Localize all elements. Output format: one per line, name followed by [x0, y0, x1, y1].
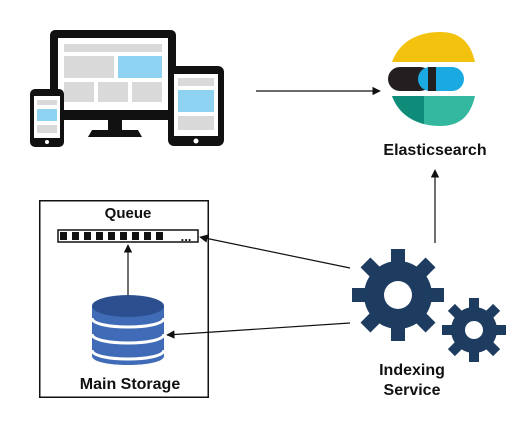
arrow-indexing-to-queue	[199, 234, 351, 269]
tablet-icon	[168, 66, 224, 146]
queue-bar: ...	[57, 229, 199, 244]
client-devices	[30, 30, 224, 147]
smartphone-icon	[30, 89, 64, 147]
queue-ellipsis: ...	[181, 229, 192, 244]
queue-label: Queue	[104, 205, 152, 222]
elasticsearch-label: Elasticsearch	[383, 142, 487, 159]
main-storage-label: Main Storage	[79, 376, 181, 393]
database-icon	[90, 295, 166, 365]
indexing-service-label-line1: Indexing	[379, 362, 445, 379]
desktop-monitor-icon	[50, 30, 176, 137]
gear-icon-large	[352, 249, 444, 341]
indexing-service-label: Indexing Service	[352, 361, 472, 401]
gear-icon-small	[442, 298, 506, 362]
indexing-service-label-line2: Service	[383, 382, 441, 399]
arrow-indexing-to-storage	[166, 322, 351, 339]
elasticsearch-logo-icon	[388, 32, 475, 126]
storage-container-box	[39, 200, 209, 398]
